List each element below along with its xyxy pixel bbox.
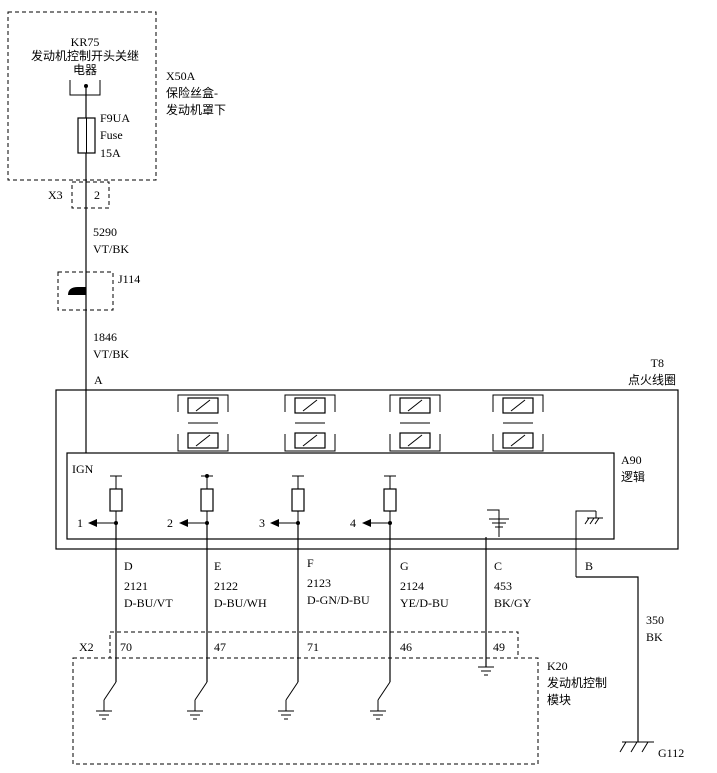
pin-f: F bbox=[307, 556, 314, 570]
ecm-switch-4 bbox=[370, 681, 391, 720]
driver-channel-1 bbox=[88, 475, 123, 527]
ignition-coil-outline bbox=[55, 389, 679, 550]
wire-1846-circuit: 1846 bbox=[93, 330, 117, 344]
ecm-id: K20 bbox=[547, 659, 568, 673]
driver-num-3: 3 bbox=[259, 516, 265, 530]
relay-id: KR75 bbox=[71, 35, 100, 49]
ecm-name-line2: 模块 bbox=[547, 693, 571, 707]
coil-name: 点火线圈 bbox=[628, 373, 676, 387]
connector-x3-outline bbox=[71, 181, 110, 209]
logic-name: 逻辑 bbox=[621, 470, 645, 484]
fuse-block-name-line1: 保险丝盒- bbox=[166, 85, 218, 100]
color-ch2: D-BU/WH bbox=[214, 596, 267, 610]
wire-5290-color: VT/BK bbox=[93, 242, 129, 256]
relay-name-line1: 发动机控制开头关继 bbox=[31, 48, 139, 63]
ecm-ground-c-symbol bbox=[478, 666, 494, 676]
splice-id: J114 bbox=[118, 272, 140, 286]
ground-g112-id: G112 bbox=[658, 746, 684, 760]
ground-g112-symbol bbox=[619, 741, 654, 753]
driver-num-1: 1 bbox=[77, 516, 83, 530]
x2-pin-70: 70 bbox=[120, 640, 132, 654]
logic-ground-b-symbol bbox=[575, 510, 603, 577]
coil-pin-a: A bbox=[94, 373, 103, 387]
circuit-2123: 2123 bbox=[307, 576, 331, 590]
ecm-switch-3 bbox=[278, 681, 299, 720]
pin-d: D bbox=[124, 559, 133, 573]
relay-contact-symbol bbox=[69, 80, 101, 96]
fuse-block-id: X50A bbox=[166, 69, 196, 83]
connector-x3-pin: 2 bbox=[94, 188, 100, 202]
wire-ground-b bbox=[576, 576, 639, 742]
color-ch1: D-BU/VT bbox=[124, 596, 173, 610]
color-ch4: YE/D-BU bbox=[400, 596, 449, 610]
color-ground-c: BK/GY bbox=[494, 596, 532, 610]
circuit-453: 453 bbox=[494, 579, 512, 593]
driver-channel-4 bbox=[362, 475, 397, 527]
x2-pin-46: 46 bbox=[400, 640, 412, 654]
driver-num-4: 4 bbox=[350, 516, 356, 530]
circuit-2124: 2124 bbox=[400, 579, 424, 593]
ecm-switch-1 bbox=[96, 681, 117, 720]
wire-1846-color: VT/BK bbox=[93, 347, 129, 361]
ecm-switch-2 bbox=[187, 681, 208, 720]
logic-ground-c-symbol bbox=[487, 509, 509, 537]
pin-c: C bbox=[494, 559, 502, 573]
fuse-rating: 15A bbox=[100, 146, 121, 160]
logic-module-outline bbox=[66, 452, 615, 540]
x2-pin-71: 71 bbox=[307, 640, 319, 654]
pin-b: B bbox=[585, 559, 593, 573]
pin-e: E bbox=[214, 559, 221, 573]
ecm-name-line1: 发动机控制 bbox=[547, 675, 607, 690]
ecm-outline bbox=[72, 657, 539, 765]
circuit-2121: 2121 bbox=[124, 579, 148, 593]
splice-symbol bbox=[68, 287, 86, 295]
wire-5290-circuit: 5290 bbox=[93, 225, 117, 239]
logic-id: A90 bbox=[621, 453, 642, 467]
logic-ign-label: IGN bbox=[72, 462, 94, 476]
driver-num-2: 2 bbox=[167, 516, 173, 530]
relay-name-line2: 电器 bbox=[73, 63, 97, 77]
fuse-type: Fuse bbox=[100, 128, 123, 142]
coil-id: T8 bbox=[651, 356, 664, 370]
driver-channel-3 bbox=[270, 475, 305, 527]
x2-pin-47: 47 bbox=[214, 640, 226, 654]
fuse-block-outline bbox=[7, 11, 157, 181]
connector-x3-id: X3 bbox=[48, 188, 63, 202]
circuit-350: 350 bbox=[646, 613, 664, 627]
x2-pin-49: 49 bbox=[493, 640, 505, 654]
splice-j114-outline bbox=[57, 271, 114, 311]
color-ch3: D-GN/D-BU bbox=[307, 593, 370, 607]
circuit-2122: 2122 bbox=[214, 579, 238, 593]
pin-g: G bbox=[400, 559, 409, 573]
driver-channel-2 bbox=[179, 474, 214, 527]
fuse-block-name-line2: 发动机罩下 bbox=[166, 102, 226, 117]
coil-windings bbox=[177, 394, 544, 452]
connector-x2-id: X2 bbox=[79, 640, 94, 654]
color-ground-b: BK bbox=[646, 630, 663, 644]
fuse-id: F9UA bbox=[100, 111, 130, 125]
